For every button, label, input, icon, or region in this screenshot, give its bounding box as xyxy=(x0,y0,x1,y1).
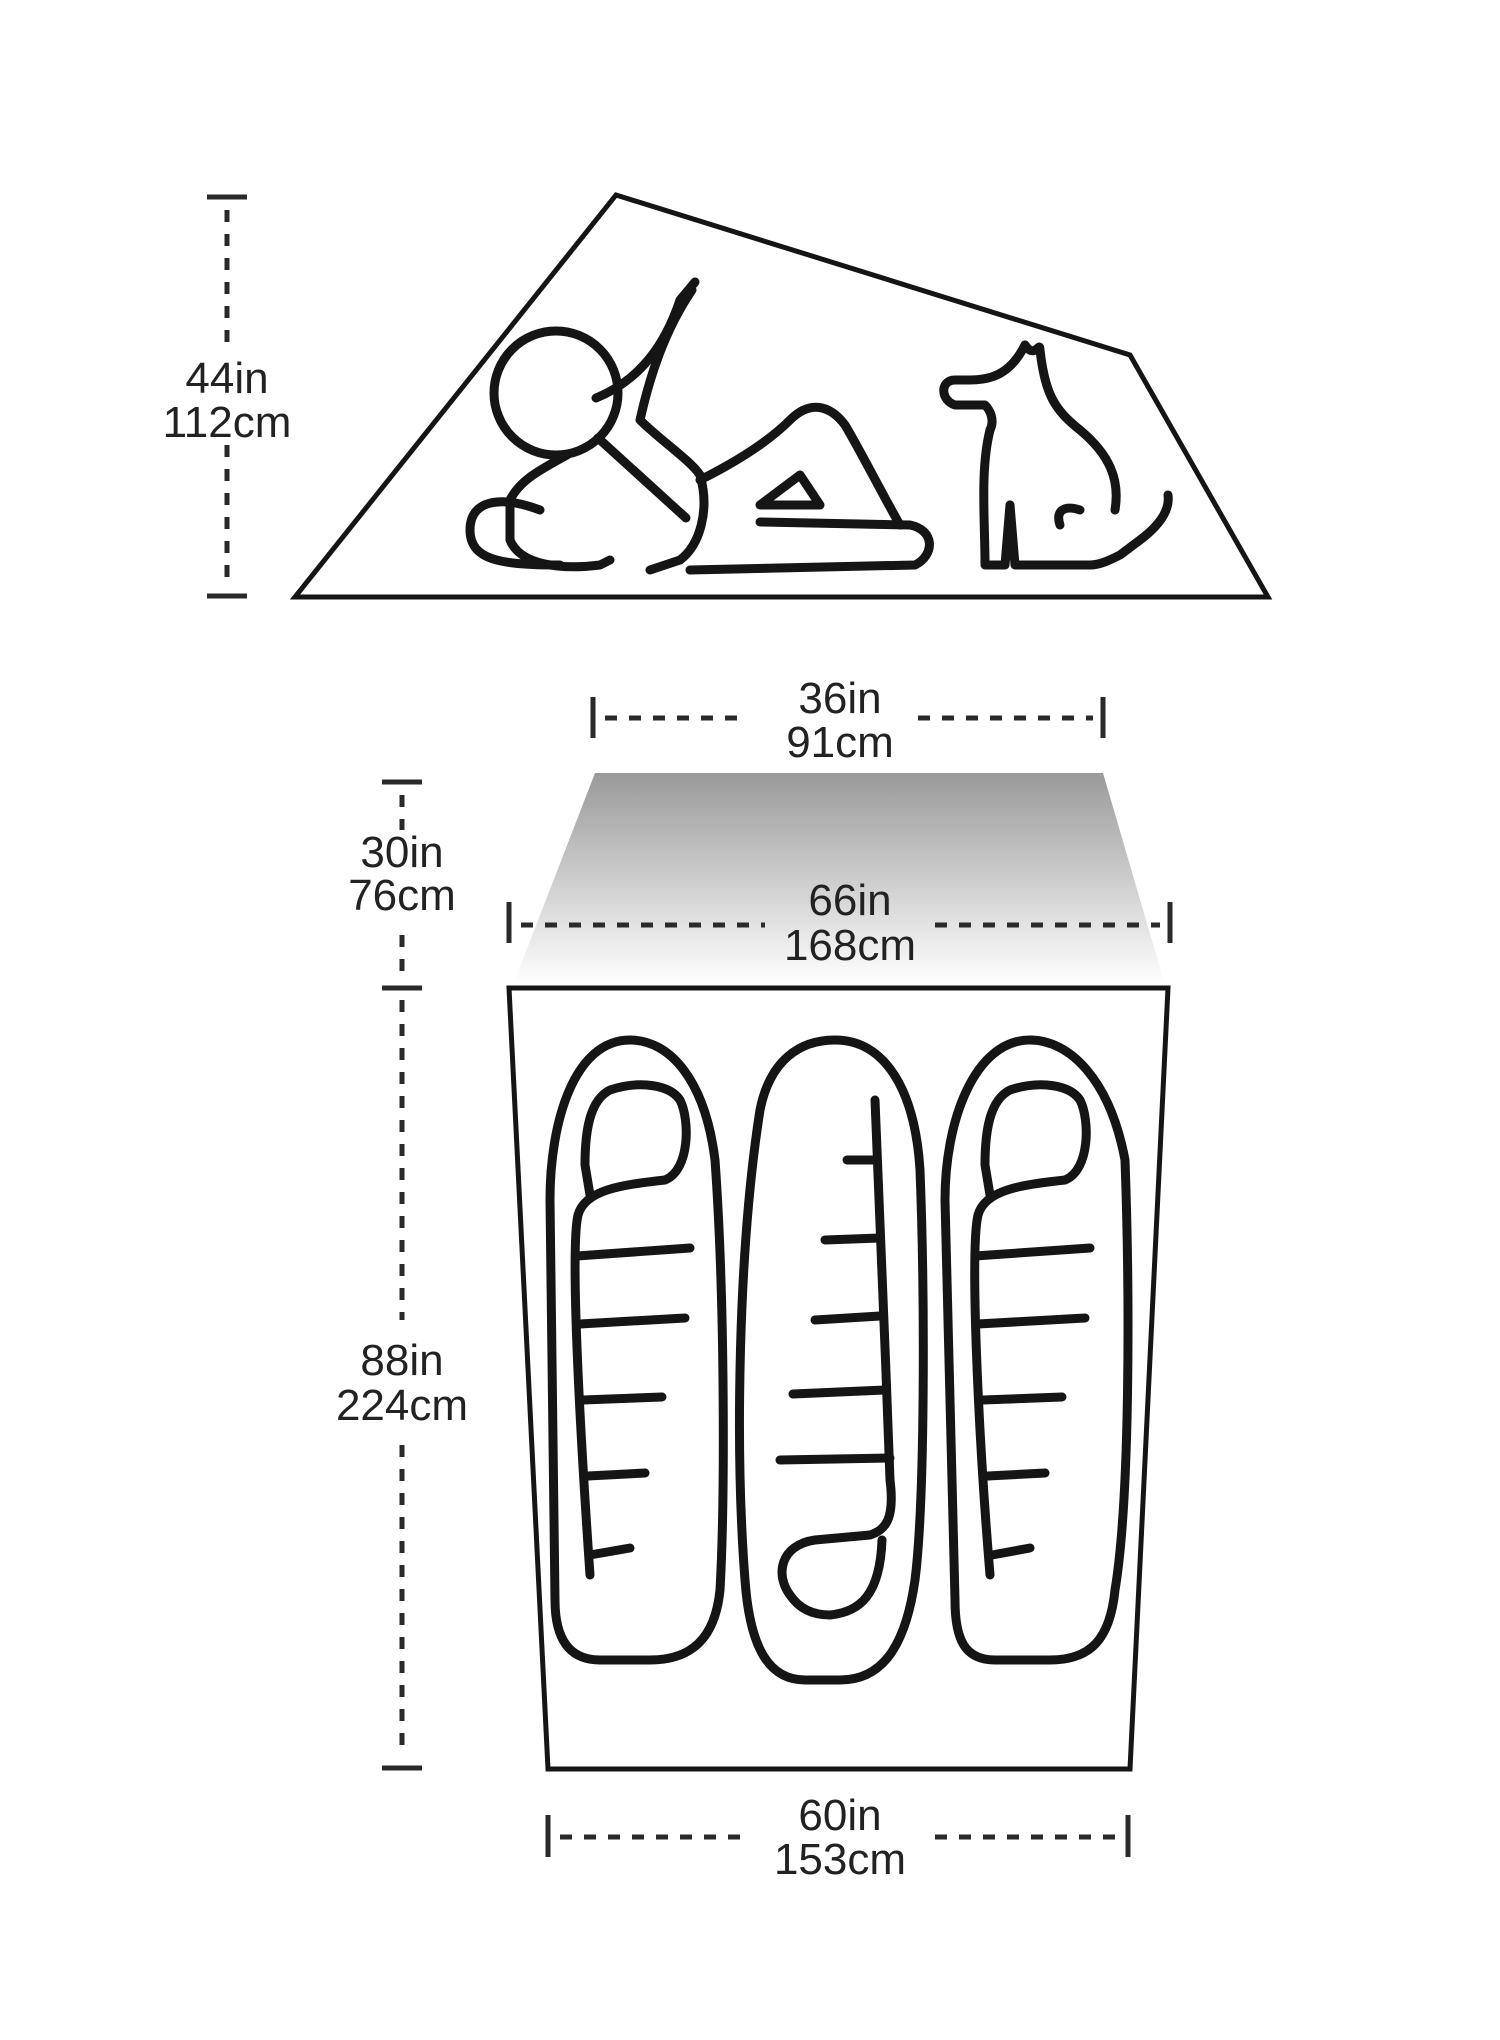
tent-floor-outline xyxy=(506,985,1171,1772)
sleeping-bag-icon xyxy=(545,1035,1133,1685)
head-width-in-label: 66in xyxy=(808,876,891,925)
height-dimension: 44in 112cm xyxy=(163,194,292,599)
vestibule-depth-cm-label: 76cm xyxy=(348,871,456,920)
person-icon xyxy=(465,277,934,575)
vestibule-depth-dimension: 30in 76cm xyxy=(348,779,456,991)
vestibule-front-width-dimension: 36in 91cm xyxy=(590,674,1106,767)
floor-length-in-label: 88in xyxy=(360,1336,443,1385)
head-width-dimension: 66in 168cm xyxy=(506,876,1173,970)
tent-side-outline xyxy=(289,192,1273,600)
head-width-cm-label: 168cm xyxy=(784,921,916,970)
height-in-label: 44in xyxy=(185,354,268,403)
side-profile: 44in 112cm xyxy=(163,192,1273,600)
dog-icon xyxy=(939,340,1173,570)
floor-plan: 36in 91cm 66in 168cm 30in 76cm xyxy=(336,674,1173,1884)
foot-width-cm-label: 153cm xyxy=(774,1835,906,1884)
vestibule-front-width-in-label: 36in xyxy=(798,674,881,723)
floor-length-cm-label: 224cm xyxy=(336,1381,468,1430)
floor-length-dimension: 88in 224cm xyxy=(336,1000,468,1771)
vestibule-depth-in-label: 30in xyxy=(360,828,443,877)
foot-width-dimension: 60in 153cm xyxy=(545,1791,1131,1884)
height-cm-label: 112cm xyxy=(163,398,292,447)
vestibule-area xyxy=(513,773,1165,985)
vestibule-front-width-cm-label: 91cm xyxy=(786,718,894,767)
foot-width-in-label: 60in xyxy=(798,1791,881,1840)
